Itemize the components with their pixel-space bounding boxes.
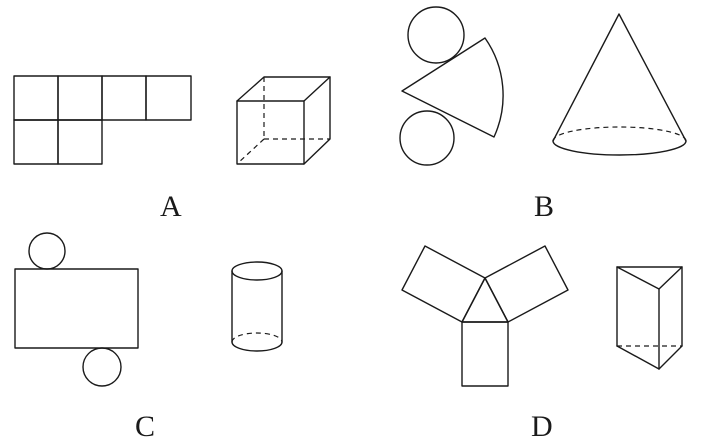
option-a-solid-cube: [236, 76, 331, 165]
option-a-net-six-squares: [13, 75, 192, 165]
option-d-left-rectangle: [401, 245, 486, 323]
option-d-label: D: [531, 410, 553, 441]
option-b-solid-cone: [552, 13, 687, 156]
option-c: C: [14, 232, 283, 441]
option-b-top-circle: [407, 6, 465, 64]
option-b-sector: [401, 37, 504, 138]
option-a: A: [13, 75, 331, 223]
option-b-net-sector-and-circles: [399, 6, 504, 166]
option-d-bottom-rectangle: [461, 321, 509, 387]
option-b: B: [399, 6, 687, 223]
option-c-top-circle: [28, 232, 66, 270]
option-c-bottom-circle: [82, 347, 122, 387]
option-d-right-rectangle: [484, 245, 569, 323]
option-c-net-rectangle-and-circles: [14, 232, 139, 387]
option-b-bottom-circle: [399, 110, 455, 166]
option-c-solid-cylinder: [231, 261, 283, 352]
option-c-label: C: [135, 410, 155, 441]
option-a-label: A: [160, 190, 182, 223]
option-d: D: [401, 245, 683, 441]
option-c-rectangle: [14, 268, 139, 349]
option-d-solid-triangular-prism: [616, 266, 683, 370]
option-d-center-triangle: [461, 277, 509, 323]
option-d-net-rectangles-and-triangle: [401, 245, 569, 387]
option-b-label: B: [534, 190, 554, 223]
